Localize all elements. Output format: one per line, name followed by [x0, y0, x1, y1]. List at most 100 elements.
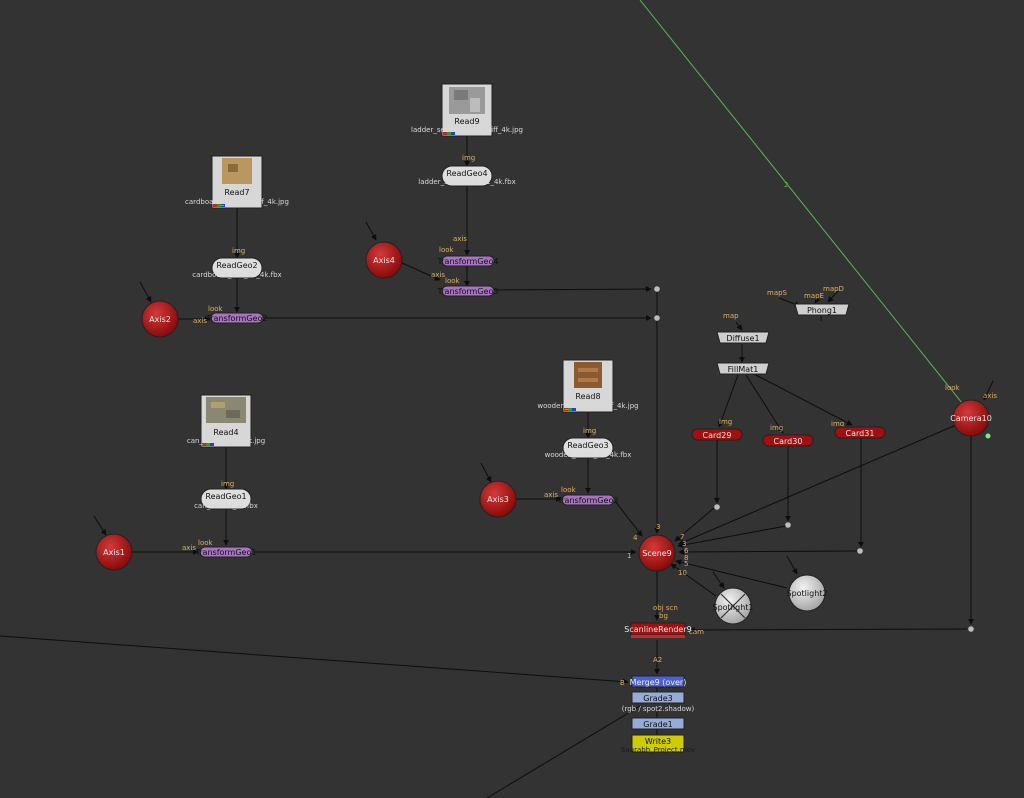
- readgeo2-node[interactable]: ReadGeo2 cardboard_box_01_4k.fbx: [192, 257, 282, 279]
- transformgeo1-node[interactable]: TransformGeo1: [195, 546, 257, 558]
- dot-card30[interactable]: [785, 522, 791, 528]
- edge-mapd-phong: [827, 290, 839, 303]
- diffuse1-node[interactable]: Diffuse1: [716, 331, 770, 344]
- spotlight2-node[interactable]: Spotlight2: [786, 574, 828, 612]
- spotlight1-node[interactable]: Spotlight1: [712, 587, 754, 625]
- spotlight1-label: Spotlight1: [712, 603, 753, 612]
- spotlight2-label: Spotlight2: [786, 589, 827, 598]
- scene-input-7: 7: [680, 533, 684, 541]
- card29-label: Card29: [703, 431, 732, 440]
- edge-in-spot1: [712, 571, 725, 589]
- transformgeo5-node[interactable]: TransformGeo5: [437, 285, 499, 297]
- transformgeo4-node[interactable]: TransformGeo4: [437, 255, 499, 267]
- port-mape: mapE: [804, 292, 824, 300]
- port-look: look: [445, 277, 461, 285]
- axis3-node[interactable]: Axis3: [479, 480, 517, 518]
- port-img: img: [462, 154, 475, 162]
- write3-file: Saurabh_Project.mov: [621, 746, 695, 754]
- axis4-node[interactable]: Axis4: [365, 241, 403, 279]
- edge-dot-card29-scene: [674, 507, 715, 542]
- card30-node[interactable]: Card30: [762, 434, 814, 447]
- transformgeo3-label: TransformGeo3: [557, 496, 619, 505]
- merge9-node[interactable]: Merge9 (over): [630, 675, 687, 688]
- port-mapd: mapD: [823, 285, 844, 293]
- port-look: look: [439, 246, 455, 254]
- grade3-node[interactable]: Grade3 (rgb / spot2.shadow): [622, 691, 695, 713]
- scene9-node[interactable]: Scene9: [638, 534, 676, 572]
- scene-input-numbers: 3 4 1 7 3 6 8 5 10: [627, 523, 689, 577]
- edge-lower: [486, 705, 641, 798]
- camera10-label: Camera10: [950, 414, 992, 423]
- scene-input-3: 3: [656, 523, 660, 531]
- fillmat1-node[interactable]: FillMat1: [716, 362, 770, 375]
- card29-node[interactable]: Card29: [691, 428, 743, 441]
- edge-in-spot2: [786, 555, 798, 575]
- axis1-node[interactable]: Axis1: [95, 533, 133, 571]
- transformgeo3-node[interactable]: TransformGeo3: [557, 494, 619, 506]
- dot-transform5[interactable]: [654, 286, 660, 292]
- port-axis: axis: [544, 491, 558, 499]
- scanlinerender9-node[interactable]: ScanlineRender9: [624, 622, 692, 638]
- read9-node[interactable]: Read9 ladder_sectioned_01_diff_4k.jpg: [411, 83, 523, 137]
- dot-transform2[interactable]: [654, 315, 660, 321]
- port-img: img: [719, 418, 732, 426]
- scene-input-3b: 3: [682, 540, 686, 548]
- axis1-label: Axis1: [103, 548, 125, 557]
- transformgeo2-node[interactable]: TransformGeo2: [206, 312, 268, 324]
- scene-input-6: 6: [684, 547, 689, 555]
- edge-spot2-scene: [675, 559, 788, 589]
- edge-transform3-scene: [614, 500, 643, 537]
- read9-file: ladder_sectioned_01_diff_4k.jpg: [411, 126, 523, 134]
- port-axis: axis: [453, 235, 467, 243]
- port-axis: axis: [983, 392, 997, 400]
- edge-fillmat-card29: [717, 374, 739, 428]
- read8-file: wooden_crate_01_diff_4k.jpg: [537, 402, 638, 410]
- pipe-dots[interactable]: [654, 286, 991, 632]
- transformgeo5-label: TransformGeo5: [437, 287, 499, 296]
- green-line-label: 2: [784, 181, 788, 189]
- readgeo4-node[interactable]: ReadGeo4 ladder_sectioned_01_4k.fbx: [418, 165, 516, 187]
- dot-camera[interactable]: [968, 626, 974, 632]
- scanlinerender9-label: ScanlineRender9: [624, 625, 691, 634]
- readgeo4-label: ReadGeo4: [446, 169, 487, 178]
- axis2-node[interactable]: Axis2: [141, 300, 179, 338]
- write3-node[interactable]: Write3 Saurabh_Project.mov: [621, 734, 695, 754]
- phong1-node[interactable]: Phong1: [794, 303, 850, 316]
- readgeo1-node[interactable]: ReadGeo1 can_rusted_4k.fbx: [194, 488, 258, 510]
- scene-input-5: 5: [684, 560, 688, 568]
- edge-map-diffuse: [735, 321, 743, 331]
- read8-node[interactable]: Read8 wooden_crate_01_diff_4k.jpg: [537, 359, 639, 413]
- card31-node[interactable]: Card31: [834, 426, 886, 439]
- grade1-node[interactable]: Grade1: [631, 717, 685, 730]
- dot-card31[interactable]: [857, 548, 863, 554]
- readgeo3-file: wooden_crate_01_4k.fbx: [545, 451, 632, 459]
- port-axis: axis: [193, 317, 207, 325]
- phong1-label: Phong1: [807, 306, 837, 315]
- camera-viewer-dot[interactable]: [985, 433, 991, 439]
- read7-file: cardboard_box_01_diff_4k.jpg: [185, 198, 289, 206]
- edge-in-axis4: [365, 221, 377, 241]
- readgeo3-node[interactable]: ReadGeo3 wooden_crate_01_4k.fbx: [545, 437, 632, 459]
- dot-card29[interactable]: [714, 504, 720, 510]
- port-cam: cam: [689, 628, 704, 636]
- camera-viewer-line: [639, 0, 967, 409]
- scene-input-8: 8: [684, 554, 688, 562]
- edge-in-axis2: [139, 281, 152, 303]
- axis2-label: Axis2: [149, 315, 171, 324]
- diffuse1-label: Diffuse1: [726, 334, 759, 343]
- camera10-node[interactable]: Camera10: [950, 399, 992, 437]
- merge9-label: Merge9 (over): [630, 678, 687, 687]
- edge-mape-phong: [814, 296, 821, 304]
- edge-in-camera: [983, 380, 994, 401]
- read7-node[interactable]: Read7 cardboard_box_01_diff_4k.jpg: [185, 155, 289, 209]
- read4-node[interactable]: Read4 can_rusted_diff_4k.jpg: [187, 394, 265, 448]
- readgeo1-file: can_rusted_4k.fbx: [194, 502, 258, 510]
- readgeo3-label: ReadGeo3: [567, 441, 608, 450]
- port-obj-scn: obj scn: [653, 604, 678, 612]
- card31-label: Card31: [846, 429, 875, 438]
- card30-label: Card30: [774, 437, 803, 446]
- scene-input-4: 4: [633, 534, 638, 542]
- readgeo2-file: cardboard_box_01_4k.fbx: [192, 271, 281, 279]
- read8-label: Read8: [575, 392, 600, 401]
